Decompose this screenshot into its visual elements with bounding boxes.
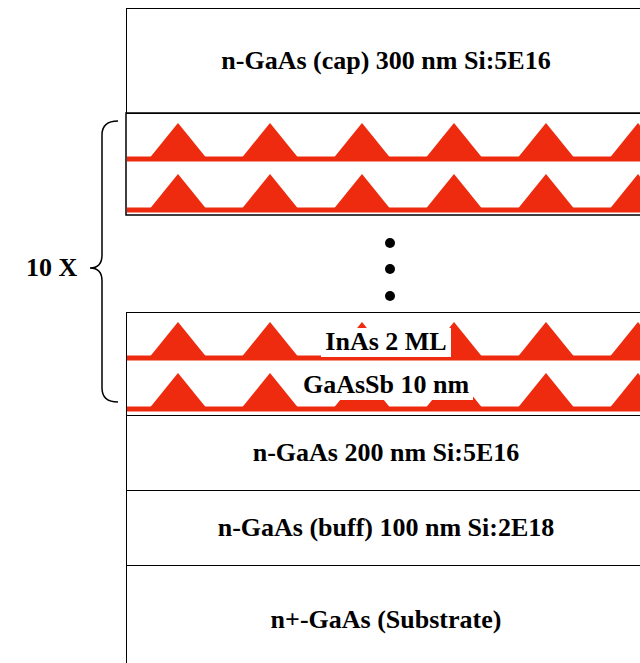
layer-label: n-GaAs (cap) 300 nm Si:5E16 (221, 47, 550, 76)
quantum-dot (516, 322, 576, 359)
ellipsis-dot (385, 264, 395, 274)
quantum-dot-rows (127, 322, 640, 410)
ellipsis-dot (385, 291, 395, 301)
quantum-dot (608, 174, 640, 211)
quantum-dot (608, 373, 640, 410)
quantum-dot (240, 174, 300, 211)
layer-box: n-GaAs 200 nm Si:5E16 (126, 415, 640, 491)
quantum-dot-rows (127, 123, 640, 211)
quantum-dot (240, 373, 300, 410)
repeat-bracket (90, 121, 118, 402)
period-box: InAs 2 ML GaAsSb 10 nm (126, 312, 640, 416)
quantum-dot (240, 322, 300, 359)
quantum-dot (148, 322, 208, 359)
quantum-dot (608, 322, 640, 359)
quantum-dot (424, 174, 484, 211)
layer-box: n-GaAs (buff) 100 nm Si:2E18 (126, 490, 640, 566)
repeat-count: 10 X (26, 253, 77, 283)
period-box (126, 113, 640, 215)
layer-label: InAs 2 ML (321, 328, 450, 357)
quantum-dot (332, 174, 392, 211)
layer-label: n-GaAs (buff) 100 nm Si:2E18 (218, 514, 555, 543)
layer-box: n-GaAs (cap) 300 nm Si:5E16 (126, 8, 640, 114)
quantum-dot (608, 123, 640, 160)
layer-label: n+-GaAs (Substrate) (271, 606, 502, 635)
quantum-dot (424, 123, 484, 160)
quantum-dot (148, 123, 208, 160)
quantum-dot (148, 174, 208, 211)
ellipsis-dot (385, 238, 395, 248)
quantum-dot (516, 123, 576, 160)
quantum-dot (240, 123, 300, 160)
layer-label: n-GaAs 200 nm Si:5E16 (253, 439, 520, 468)
quantum-dot (148, 373, 208, 410)
quantum-dot (516, 174, 576, 211)
layer-box: n+-GaAs (Substrate) (126, 565, 640, 663)
quantum-dot (516, 373, 576, 410)
quantum-dot (332, 123, 392, 160)
layer-label: GaAsSb 10 nm (299, 371, 473, 400)
